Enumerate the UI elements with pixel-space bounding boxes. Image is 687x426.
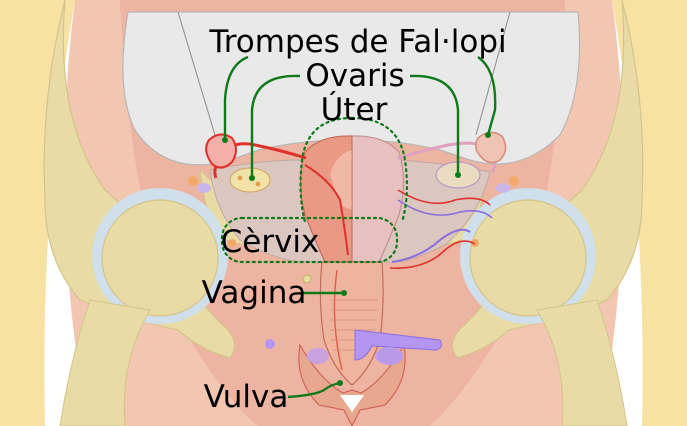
label-cervix: Cèrvix	[221, 224, 320, 260]
left-ovary-follicle-2	[256, 182, 261, 187]
label-ovaries: Ovaris	[305, 58, 404, 94]
label-uterus: Úter	[321, 91, 388, 128]
label-vagina: Vagina	[202, 275, 307, 311]
label-fallopian-tubes: Trompes de Fal·lopi	[208, 24, 506, 60]
label-vulva: Vulva	[204, 379, 289, 415]
left-ovary-follicle	[238, 176, 243, 181]
